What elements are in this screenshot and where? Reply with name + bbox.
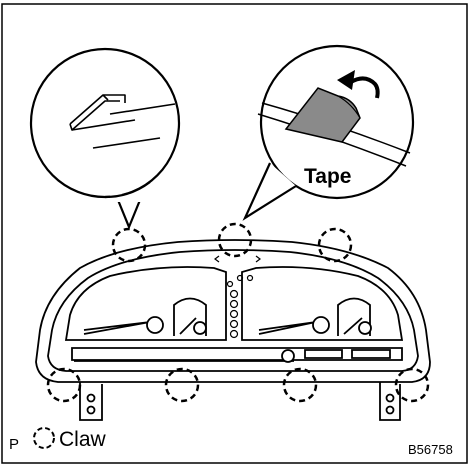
claw-legend-symbol <box>33 427 55 449</box>
claw-markers <box>46 222 430 403</box>
detail-circle-left <box>29 47 181 230</box>
claw-marker <box>317 227 353 263</box>
claw-marker <box>46 367 82 403</box>
claw-marker <box>394 367 430 403</box>
gauge-knobs <box>86 316 395 415</box>
figure-frame <box>1 3 468 464</box>
indicator-lamps <box>214 255 261 339</box>
instrument-cluster <box>35 239 431 421</box>
claw-marker <box>217 222 253 258</box>
page-marker: P <box>9 436 20 453</box>
tape-label: Tape <box>304 165 352 188</box>
claw-legend-label: Claw <box>59 428 106 451</box>
claw-marker <box>111 227 147 263</box>
claw-marker <box>282 367 318 403</box>
claw-bracket-detail <box>69 94 176 149</box>
peel-arrow-icon <box>337 70 380 99</box>
tape-piece <box>284 87 361 143</box>
claw-marker <box>164 367 200 403</box>
figure-code: B56758 <box>408 442 453 457</box>
